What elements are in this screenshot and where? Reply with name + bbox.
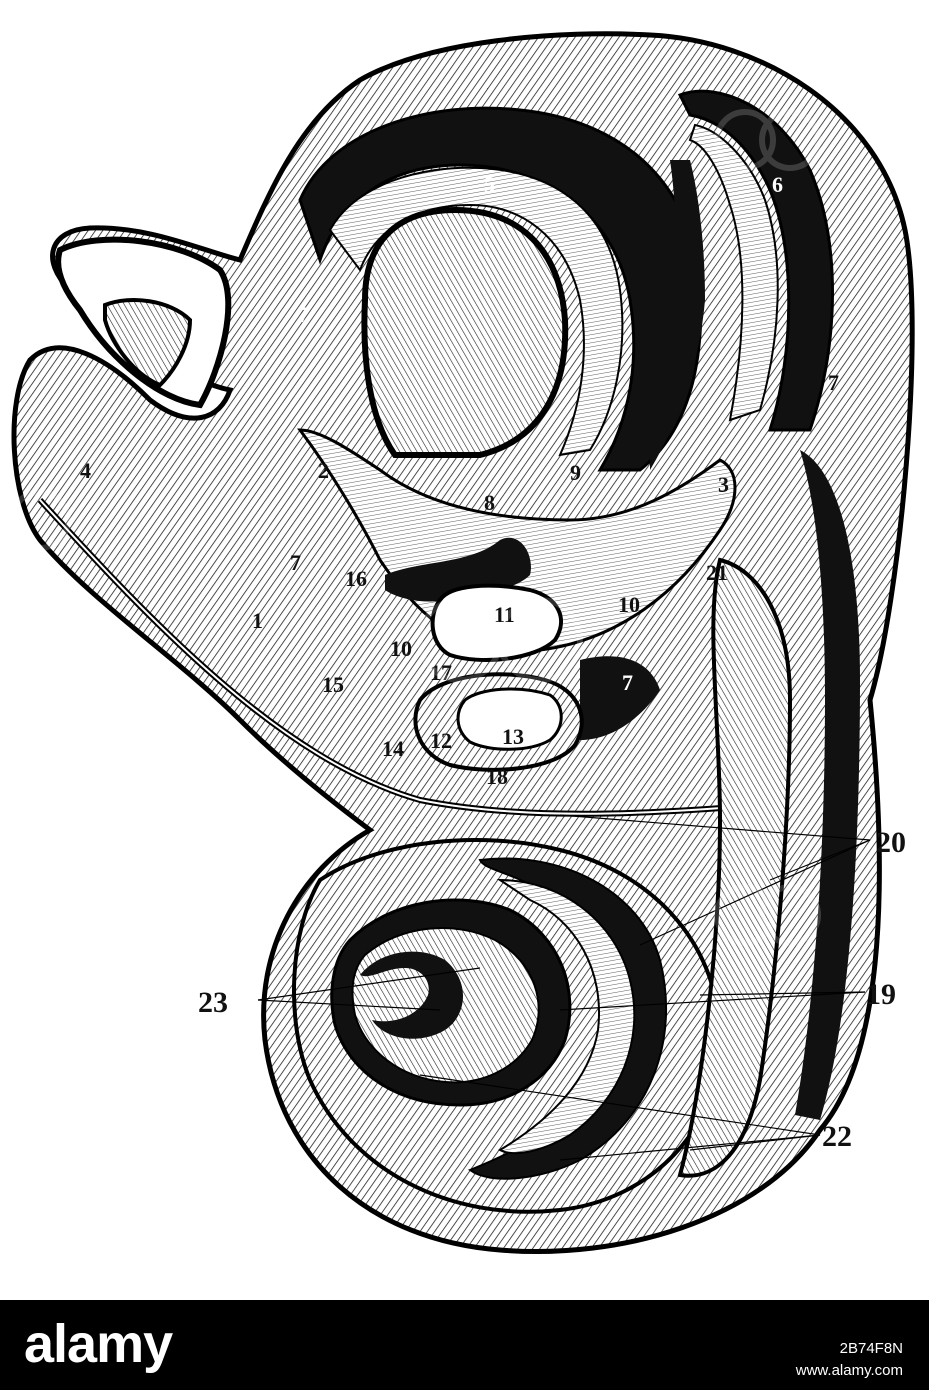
label-4: 4: [80, 458, 91, 483]
posterior-semicircular-canal: [650, 89, 834, 470]
footer-bar: alamy 2B74F8N www.alamy.com: [0, 1300, 929, 1390]
leader-22-b: [559, 1134, 821, 1161]
leader-20-a: [559, 814, 871, 841]
label-10-b: 10: [618, 592, 640, 617]
label-16: 16: [345, 566, 367, 591]
label-7-c: 7: [828, 370, 839, 395]
label-18: 18: [486, 764, 508, 789]
leader-20-b: [639, 839, 871, 946]
label-12: 12: [430, 728, 452, 753]
label-14: 14: [382, 736, 404, 761]
diagram-labels: 1 2 3 4 5 6 7 7 7 7 8 9 10 10 11 12 13 1…: [80, 172, 906, 1153]
label-6: 6: [772, 172, 783, 197]
leader-19-a: [559, 991, 866, 1011]
label-10-a: 10: [390, 636, 412, 661]
label-7-b: 7: [290, 550, 301, 575]
saccule: [413, 672, 584, 772]
label-23: 23: [198, 986, 228, 1019]
endolymphatic-duct: [37, 497, 761, 817]
label-3: 3: [718, 472, 729, 497]
leader-lines: [257, 814, 871, 1161]
label-9: 9: [570, 460, 581, 485]
leader-20-c: [769, 839, 871, 881]
footer-image-id: 2B74F8N: [839, 1340, 903, 1357]
leader-23-b: [257, 999, 441, 1011]
label-1: 1: [252, 608, 263, 633]
label-8: 8: [484, 490, 495, 515]
label-17: 17: [430, 660, 452, 685]
modiolus-column: [677, 450, 860, 1178]
label-7-d: 7: [622, 670, 633, 695]
leader-22-a: [419, 1074, 821, 1136]
label-5: 5: [484, 172, 495, 197]
leader-19-b: [699, 991, 866, 996]
label-7-a: 7: [298, 302, 309, 327]
vestibule: [296, 428, 737, 740]
footer-site[interactable]: www.alamy.com: [795, 1362, 903, 1379]
superior-semicircular-canal: [298, 106, 703, 472]
label-11: 11: [494, 602, 515, 627]
leader-22-c: [689, 1134, 821, 1151]
leader-23-a: [257, 967, 481, 1001]
label-22: 22: [822, 1120, 852, 1153]
vestibule-oval: [361, 206, 569, 458]
label-15: 15: [322, 672, 344, 697]
utricle: [430, 583, 563, 662]
label-19: 19: [866, 978, 896, 1011]
footer-logo: alamy: [24, 1314, 173, 1374]
inner-ear-diagram: 1 2 3 4 5 6 7 7 7 7 8 9 10 10 11 12 13 1…: [11, 31, 915, 1254]
label-13: 13: [502, 724, 524, 749]
cochlea: [292, 838, 723, 1214]
label-2: 2: [318, 458, 329, 483]
label-21: 21: [706, 560, 728, 585]
label-20: 20: [876, 826, 906, 859]
lateral-semicircular-canal: [55, 236, 232, 409]
